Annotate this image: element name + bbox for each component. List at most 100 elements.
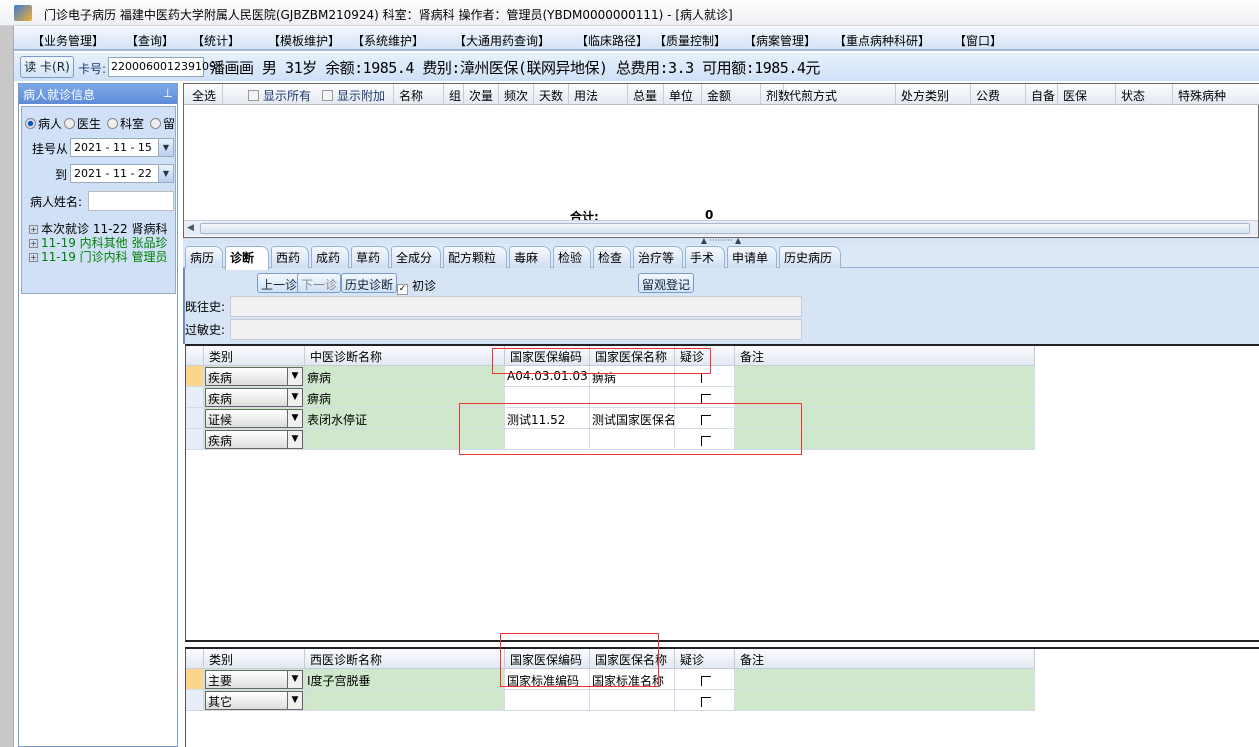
row-header[interactable] bbox=[186, 690, 204, 711]
column-header[interactable]: 天数 bbox=[539, 89, 564, 103]
suspected-checkbox[interactable] bbox=[701, 697, 711, 707]
expand-icon[interactable]: + bbox=[29, 225, 38, 234]
column-header[interactable]: 状态 bbox=[1121, 89, 1146, 103]
suspected-checkbox[interactable] bbox=[701, 676, 711, 686]
type-dropdown[interactable]: 疾病▼ bbox=[205, 388, 303, 407]
checkmark-icon[interactable]: ✓ bbox=[397, 284, 408, 295]
menu-item[interactable]: 【查询】 bbox=[126, 34, 175, 48]
type-cell[interactable]: 疾病▼ bbox=[204, 429, 305, 450]
suspected-cell[interactable] bbox=[675, 429, 735, 450]
row-header[interactable] bbox=[186, 429, 204, 450]
tab-8[interactable]: 检验 bbox=[553, 246, 591, 268]
column-header[interactable]: 国家医保名称 bbox=[590, 649, 675, 669]
tab-12[interactable]: 申请单 bbox=[727, 246, 777, 268]
menu-item[interactable]: 【模板维护】 bbox=[268, 34, 341, 48]
menu-item[interactable]: 【业务管理】 bbox=[32, 34, 105, 48]
tree-item[interactable]: +11-19 内科其他 张品珍 bbox=[29, 234, 168, 251]
suspected-cell[interactable] bbox=[675, 408, 735, 429]
diagnosis-name-cell[interactable]: 痹病 bbox=[305, 387, 505, 408]
type-dropdown[interactable]: 证候▼ bbox=[205, 409, 303, 428]
checkbox[interactable] bbox=[322, 90, 333, 101]
column-header[interactable]: 自备 bbox=[1031, 89, 1056, 103]
radio-observe[interactable]: 留 bbox=[150, 115, 175, 132]
menu-item[interactable]: 【大通用药查询】 bbox=[454, 34, 551, 48]
insurance-code-cell[interactable]: 测试11.52 bbox=[505, 408, 590, 429]
column-header[interactable]: 国家医保名称 bbox=[590, 346, 675, 366]
menu-item[interactable]: 【病案管理】 bbox=[744, 34, 817, 48]
chevron-down-icon[interactable]: ▼ bbox=[287, 431, 302, 448]
column-header[interactable]: 医保 bbox=[1063, 89, 1088, 103]
tab-2[interactable]: 西药 bbox=[271, 246, 309, 268]
tree-item[interactable]: +本次就诊 11-22 肾病科 bbox=[29, 220, 168, 237]
horizontal-scrollbar[interactable]: ◀ bbox=[184, 220, 1258, 236]
menu-item[interactable]: 【系统维护】 bbox=[352, 34, 425, 48]
tree-item[interactable]: +11-19 门诊内科 管理员 bbox=[29, 248, 168, 265]
column-header[interactable]: 组 bbox=[449, 89, 462, 103]
tab-5[interactable]: 全成分 bbox=[391, 246, 441, 268]
radio-doctor[interactable]: 医生 bbox=[64, 115, 101, 132]
remark-cell[interactable] bbox=[735, 408, 1035, 429]
tab-11[interactable]: 手术 bbox=[685, 246, 725, 268]
column-header[interactable]: 西医诊断名称 bbox=[305, 649, 505, 669]
menu-item[interactable]: 【统计】 bbox=[192, 34, 241, 48]
diagnosis-name-cell[interactable] bbox=[305, 690, 505, 711]
corner-cell[interactable] bbox=[186, 346, 204, 366]
suspected-checkbox[interactable] bbox=[701, 436, 711, 446]
diagnosis-name-cell[interactable] bbox=[305, 429, 505, 450]
insurance-name-cell[interactable] bbox=[590, 690, 675, 711]
column-header[interactable]: 用法 bbox=[574, 89, 599, 103]
column-header[interactable]: 总量 bbox=[633, 89, 658, 103]
column-header[interactable]: 国家医保编码 bbox=[505, 346, 590, 366]
chevron-down-icon[interactable]: ▼ bbox=[287, 692, 302, 709]
insurance-name-cell[interactable]: 测试国家医保名称 bbox=[590, 408, 675, 429]
column-header[interactable]: 备注 bbox=[735, 649, 1035, 669]
patient-name-input[interactable] bbox=[88, 191, 174, 211]
insurance-code-cell[interactable] bbox=[505, 387, 590, 408]
column-header[interactable]: 次量 bbox=[469, 89, 494, 103]
remark-cell[interactable] bbox=[735, 366, 1035, 387]
suspected-checkbox[interactable] bbox=[701, 394, 711, 404]
show-extra-checkbox[interactable]: 显示附加 bbox=[322, 87, 385, 104]
show-all-checkbox[interactable]: 显示所有 bbox=[248, 87, 311, 104]
column-header[interactable]: 类别 bbox=[204, 346, 305, 366]
card-number-input[interactable]: 220006001239109 bbox=[108, 57, 216, 77]
remark-cell[interactable] bbox=[735, 669, 1035, 690]
type-dropdown[interactable]: 疾病▼ bbox=[205, 367, 303, 386]
type-cell[interactable]: 证候▼ bbox=[204, 408, 305, 429]
tab-6[interactable]: 配方颗粒 bbox=[443, 246, 507, 268]
splitter-handle[interactable]: ▲ ········· ▲ bbox=[183, 237, 1259, 245]
insurance-name-cell[interactable] bbox=[590, 429, 675, 450]
to-date-picker[interactable]: 2021 - 11 - 22▼ bbox=[70, 164, 174, 183]
column-header[interactable]: 中医诊断名称 bbox=[305, 346, 505, 366]
diagnosis-name-cell[interactable]: 表闭水停证 bbox=[305, 408, 505, 429]
column-header[interactable]: 代煎方式 bbox=[789, 89, 838, 103]
suspected-checkbox[interactable] bbox=[701, 415, 711, 425]
type-cell[interactable]: 主要▼ bbox=[204, 669, 305, 690]
past-history-input[interactable] bbox=[230, 296, 802, 317]
corner-cell[interactable] bbox=[186, 649, 204, 669]
diagnosis-name-cell[interactable]: Ⅰ度子宫脱垂 bbox=[305, 669, 505, 690]
remark-cell[interactable] bbox=[735, 387, 1035, 408]
row-header[interactable] bbox=[186, 408, 204, 429]
type-cell[interactable]: 疾病▼ bbox=[204, 387, 305, 408]
insurance-name-cell[interactable]: 痹病 bbox=[590, 366, 675, 387]
tab-13[interactable]: 历史病历 bbox=[779, 246, 841, 268]
chevron-down-icon[interactable]: ▼ bbox=[287, 368, 302, 385]
chevron-down-icon[interactable]: ▼ bbox=[158, 165, 173, 182]
expand-icon[interactable]: + bbox=[29, 239, 38, 248]
tab-1[interactable]: 诊断 bbox=[225, 246, 269, 270]
checkbox[interactable] bbox=[248, 90, 259, 101]
observe-register-button[interactable]: 留观登记 bbox=[638, 273, 695, 293]
row-header[interactable] bbox=[186, 387, 204, 408]
read-card-button[interactable]: 读 卡(R) bbox=[20, 56, 74, 78]
select-all[interactable]: 全选 bbox=[192, 89, 217, 103]
chevron-down-icon[interactable]: ▼ bbox=[287, 389, 302, 406]
chevron-down-icon[interactable]: ▼ bbox=[158, 139, 173, 156]
first-visit-checkbox[interactable]: ✓初诊 bbox=[397, 277, 436, 295]
column-header[interactable]: 特殊病种 bbox=[1178, 89, 1227, 103]
next-visit-button[interactable]: 下一诊 bbox=[297, 273, 342, 293]
insurance-code-cell[interactable]: 国家标准编码 bbox=[505, 669, 590, 690]
prev-visit-button[interactable]: 上一诊 bbox=[257, 273, 302, 293]
column-header[interactable]: 疑诊 bbox=[675, 346, 735, 366]
radio-department[interactable]: 科室 bbox=[107, 115, 144, 132]
